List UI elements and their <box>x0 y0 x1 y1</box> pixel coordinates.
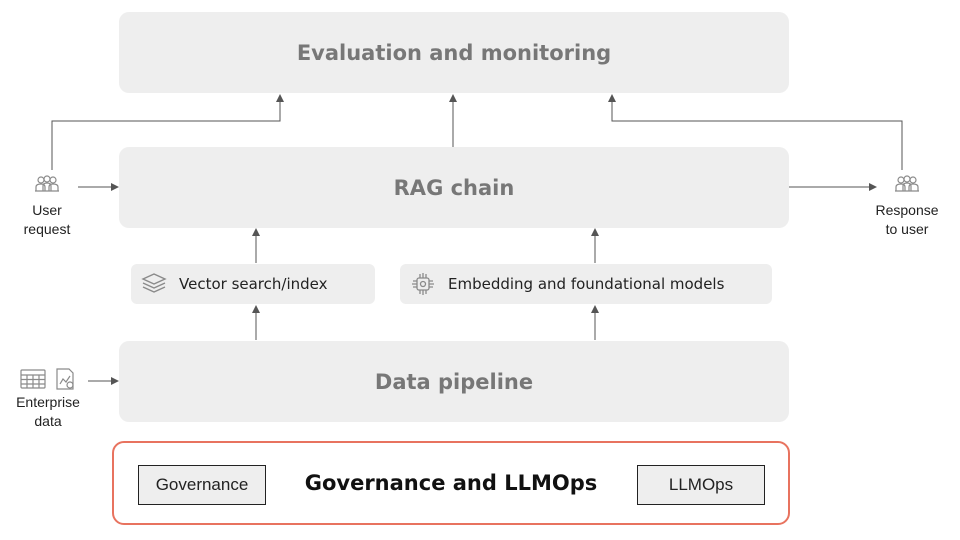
enterprise-line1: Enterprise <box>16 394 80 410</box>
llmops-box: LLMOps <box>637 465 765 505</box>
user-to-evaluation-line <box>51 94 284 170</box>
vector-search-label: Vector search/index <box>179 275 328 293</box>
response-actor: Response to user <box>866 174 948 239</box>
evaluation-label: Evaluation and monitoring <box>296 40 612 65</box>
table-icon <box>20 369 46 389</box>
embedding-models-box: Embedding and foundational models <box>400 264 772 304</box>
users-icon <box>18 174 76 199</box>
response-line1: Response <box>875 202 939 218</box>
rag-chain-box: RAG chain <box>119 147 789 228</box>
data-pipeline-box: Data pipeline <box>119 341 789 422</box>
users-icon <box>866 174 948 199</box>
enterprise-icons <box>6 367 90 391</box>
enterprise-line2: data <box>34 413 62 429</box>
embedding-models-label: Embedding and foundational models <box>448 275 725 293</box>
chip-icon <box>408 269 438 299</box>
user-request-line1: User <box>32 202 62 218</box>
rag-chain-label: RAG chain <box>393 175 515 200</box>
governance-llmops-title: Governance and LLMOps <box>304 471 598 495</box>
layers-icon <box>139 269 169 299</box>
data-pipeline-label: Data pipeline <box>374 369 534 394</box>
evaluation-monitoring-box: Evaluation and monitoring <box>119 12 789 93</box>
chart-icon <box>56 368 74 390</box>
governance-box: Governance <box>138 465 266 505</box>
user-request-line2: request <box>23 221 71 237</box>
enterprise-data-actor: Enterprise data <box>6 367 90 431</box>
response-line2: to user <box>885 221 929 237</box>
user-request-actor: User request <box>18 174 76 239</box>
governance-llmops-section: Governance and LLMOps Governance LLMOps <box>112 441 790 525</box>
vector-search-box: Vector search/index <box>131 264 375 304</box>
response-to-evaluation-line <box>608 94 903 170</box>
